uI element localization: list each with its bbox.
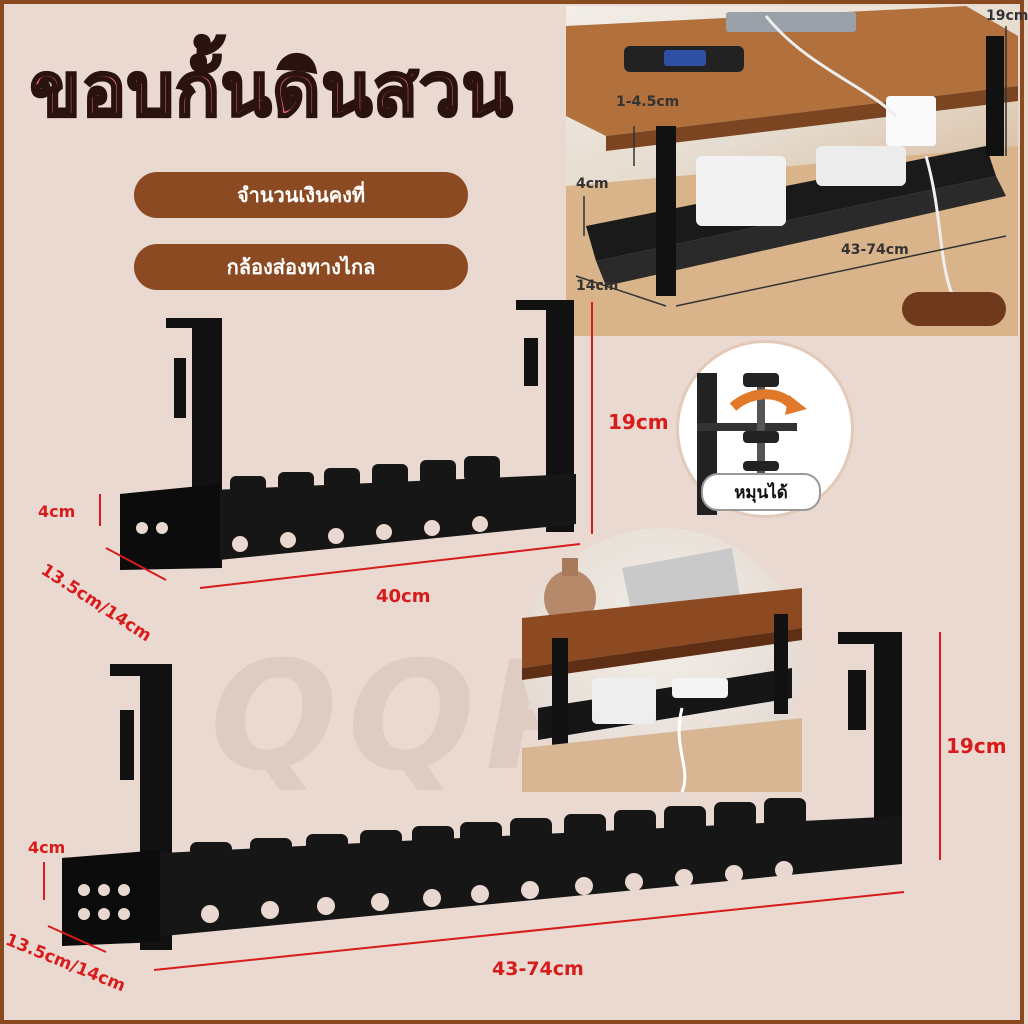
feature-pill-1[interactable]: จำนวนเงินคงที่ — [134, 172, 468, 218]
photo-clamp-label: 1-4.5cm — [616, 94, 680, 110]
corner-tag — [902, 292, 1006, 326]
photo-depth-label: 4cm — [576, 176, 609, 192]
clamp-detail-circle: หมุนได้ — [676, 340, 854, 518]
large-rack-illustration — [43, 632, 941, 971]
large-depth-label: 4cm — [28, 838, 66, 857]
small-height-label: 19cm — [608, 410, 669, 434]
large-length-label: 43-74cm — [492, 958, 584, 980]
small-depth-label: 4cm — [38, 502, 76, 521]
photo-height-label: 19cm — [986, 8, 1028, 24]
desk-install-illustration — [566, 6, 1018, 336]
large-height-label: 19cm — [946, 734, 1007, 758]
small-length-label: 40cm — [376, 586, 431, 607]
page-title: ขอบกั้นดินสวน — [28, 46, 514, 135]
desk-usage-photo — [522, 528, 802, 793]
feature-pill-2[interactable]: กล้องส่องทางไกล — [134, 244, 468, 290]
photo-length-label: 43-74cm — [841, 242, 909, 258]
desk-install-photo: 19cm 1-4.5cm 4cm 14cm 43-74cm — [566, 6, 1028, 336]
rotate-label: หมุนได้ — [701, 473, 821, 511]
small-rack-illustration — [99, 300, 593, 589]
desk-usage-illustration — [522, 548, 802, 793]
photo-width-label: 14cm — [576, 278, 619, 294]
